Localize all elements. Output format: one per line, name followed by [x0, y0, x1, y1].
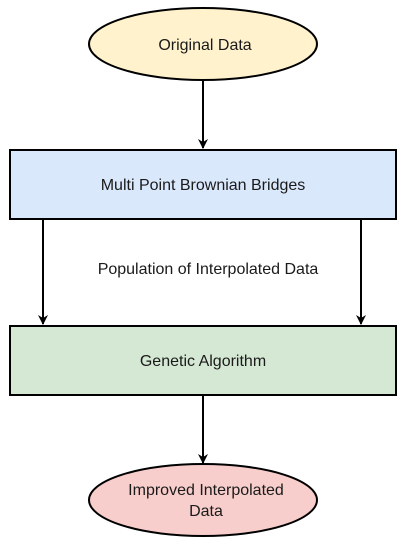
node-improved-data-label-line1: Improved Interpolated	[128, 482, 284, 499]
edge-label-population: Population of Interpolated Data	[98, 261, 319, 278]
node-genetic-algorithm-label: Genetic Algorithm	[140, 353, 266, 370]
node-original-data-label: Original Data	[158, 37, 251, 54]
node-brownian-bridges-label: Multi Point Brownian Bridges	[101, 177, 306, 194]
node-brownian-bridges	[9, 149, 397, 220]
node-genetic-algorithm	[9, 325, 397, 396]
node-improved-data-label-line2: Data	[189, 503, 223, 520]
node-improved-data	[88, 463, 318, 537]
